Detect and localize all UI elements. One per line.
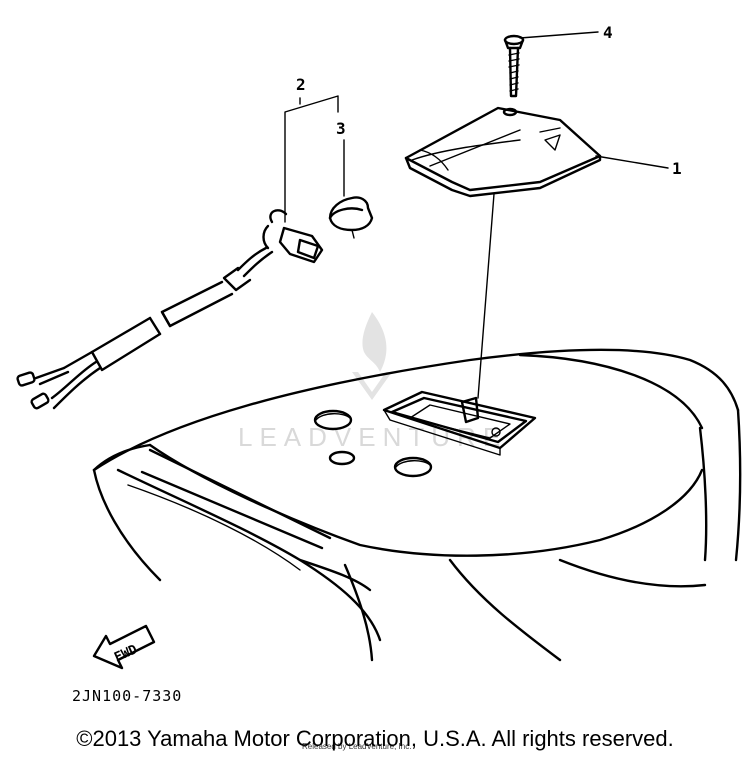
diagram-code: 2JN100-7330 [72,687,182,705]
bulb-part-3 [328,196,374,239]
callout-3: 3 [336,119,346,138]
fwd-arrow: FWD [92,624,156,670]
copyright-notice: ©2013 Yamaha Motor Corporation, U.S.A. A… [76,726,674,751]
leadventure-watermark: LEADVENTURE [238,312,507,452]
callout-1: 1 [672,159,682,178]
lamp-lens-part-1 [404,106,602,198]
watermark-text: LEADVENTURE [238,422,507,452]
callout-2: 2 [296,75,306,94]
seat-fender [92,348,742,662]
credit-text: Released by LeadVenture, Inc. [302,742,411,751]
flame-logo-icon [352,312,392,400]
socket-cord-part-2 [16,209,324,410]
screw-part-4 [503,34,525,98]
leader-lines [284,31,669,399]
callout-4: 4 [603,23,613,42]
lamp-socket-plate [382,390,537,456]
